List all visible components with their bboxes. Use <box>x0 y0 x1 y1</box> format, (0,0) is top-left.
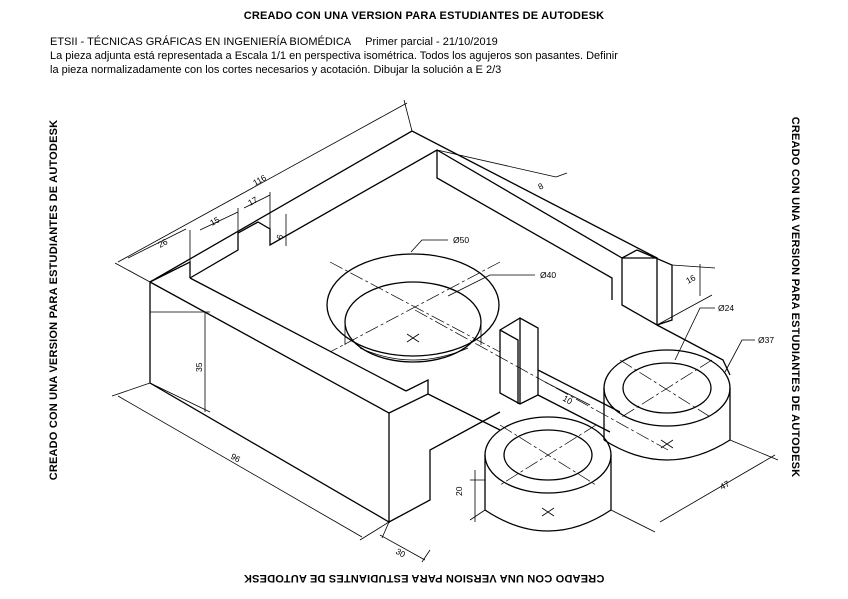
header-line-2: La pieza adjunta está representada a Esc… <box>50 50 618 62</box>
dim-17: 17 <box>246 194 259 207</box>
dim-phi40: Ø40 <box>540 270 556 280</box>
part-outline <box>149 130 731 524</box>
dimension-lines <box>111 99 779 563</box>
dim-35: 35 <box>194 362 204 372</box>
dim-20: 20 <box>454 486 464 496</box>
center-line <box>414 309 669 451</box>
exam-label: Primer parcial - 21/10/2019 <box>365 36 498 48</box>
dimension-labels: 116 26 15 17 6 8 16 35 96 20 30 10 47 Ø5… <box>156 172 774 559</box>
dim-10: 10 <box>561 393 574 407</box>
watermark-top: CREADO CON UNA VERSION PARA ESTUDIANTES … <box>243 10 605 22</box>
front-boss <box>484 416 612 532</box>
dim-phi50: Ø50 <box>453 235 469 245</box>
dim-116: 116 <box>251 172 268 187</box>
dim-15: 15 <box>208 214 221 227</box>
dim-phi24: Ø24 <box>718 303 734 313</box>
dim-30: 30 <box>394 546 407 560</box>
right-boss <box>603 349 731 461</box>
dim-26: 26 <box>156 236 169 249</box>
header-line-3: la pieza normalizadamente con los cortes… <box>50 64 502 76</box>
dim-phi37: Ø37 <box>758 335 774 345</box>
dim-8: 8 <box>536 181 545 192</box>
counterbore-hole <box>326 253 501 363</box>
dim-16: 16 <box>684 272 697 285</box>
course-title: ETSII - TÉCNICAS GRÁFICAS EN INGENIERÍA … <box>50 36 352 48</box>
dim-6: 6 <box>274 233 285 240</box>
dim-96: 96 <box>229 451 242 465</box>
header-line-1: ETSII - TÉCNICAS GRÁFICAS EN INGENIERÍA … <box>50 36 498 48</box>
dim-47: 47 <box>718 478 731 491</box>
